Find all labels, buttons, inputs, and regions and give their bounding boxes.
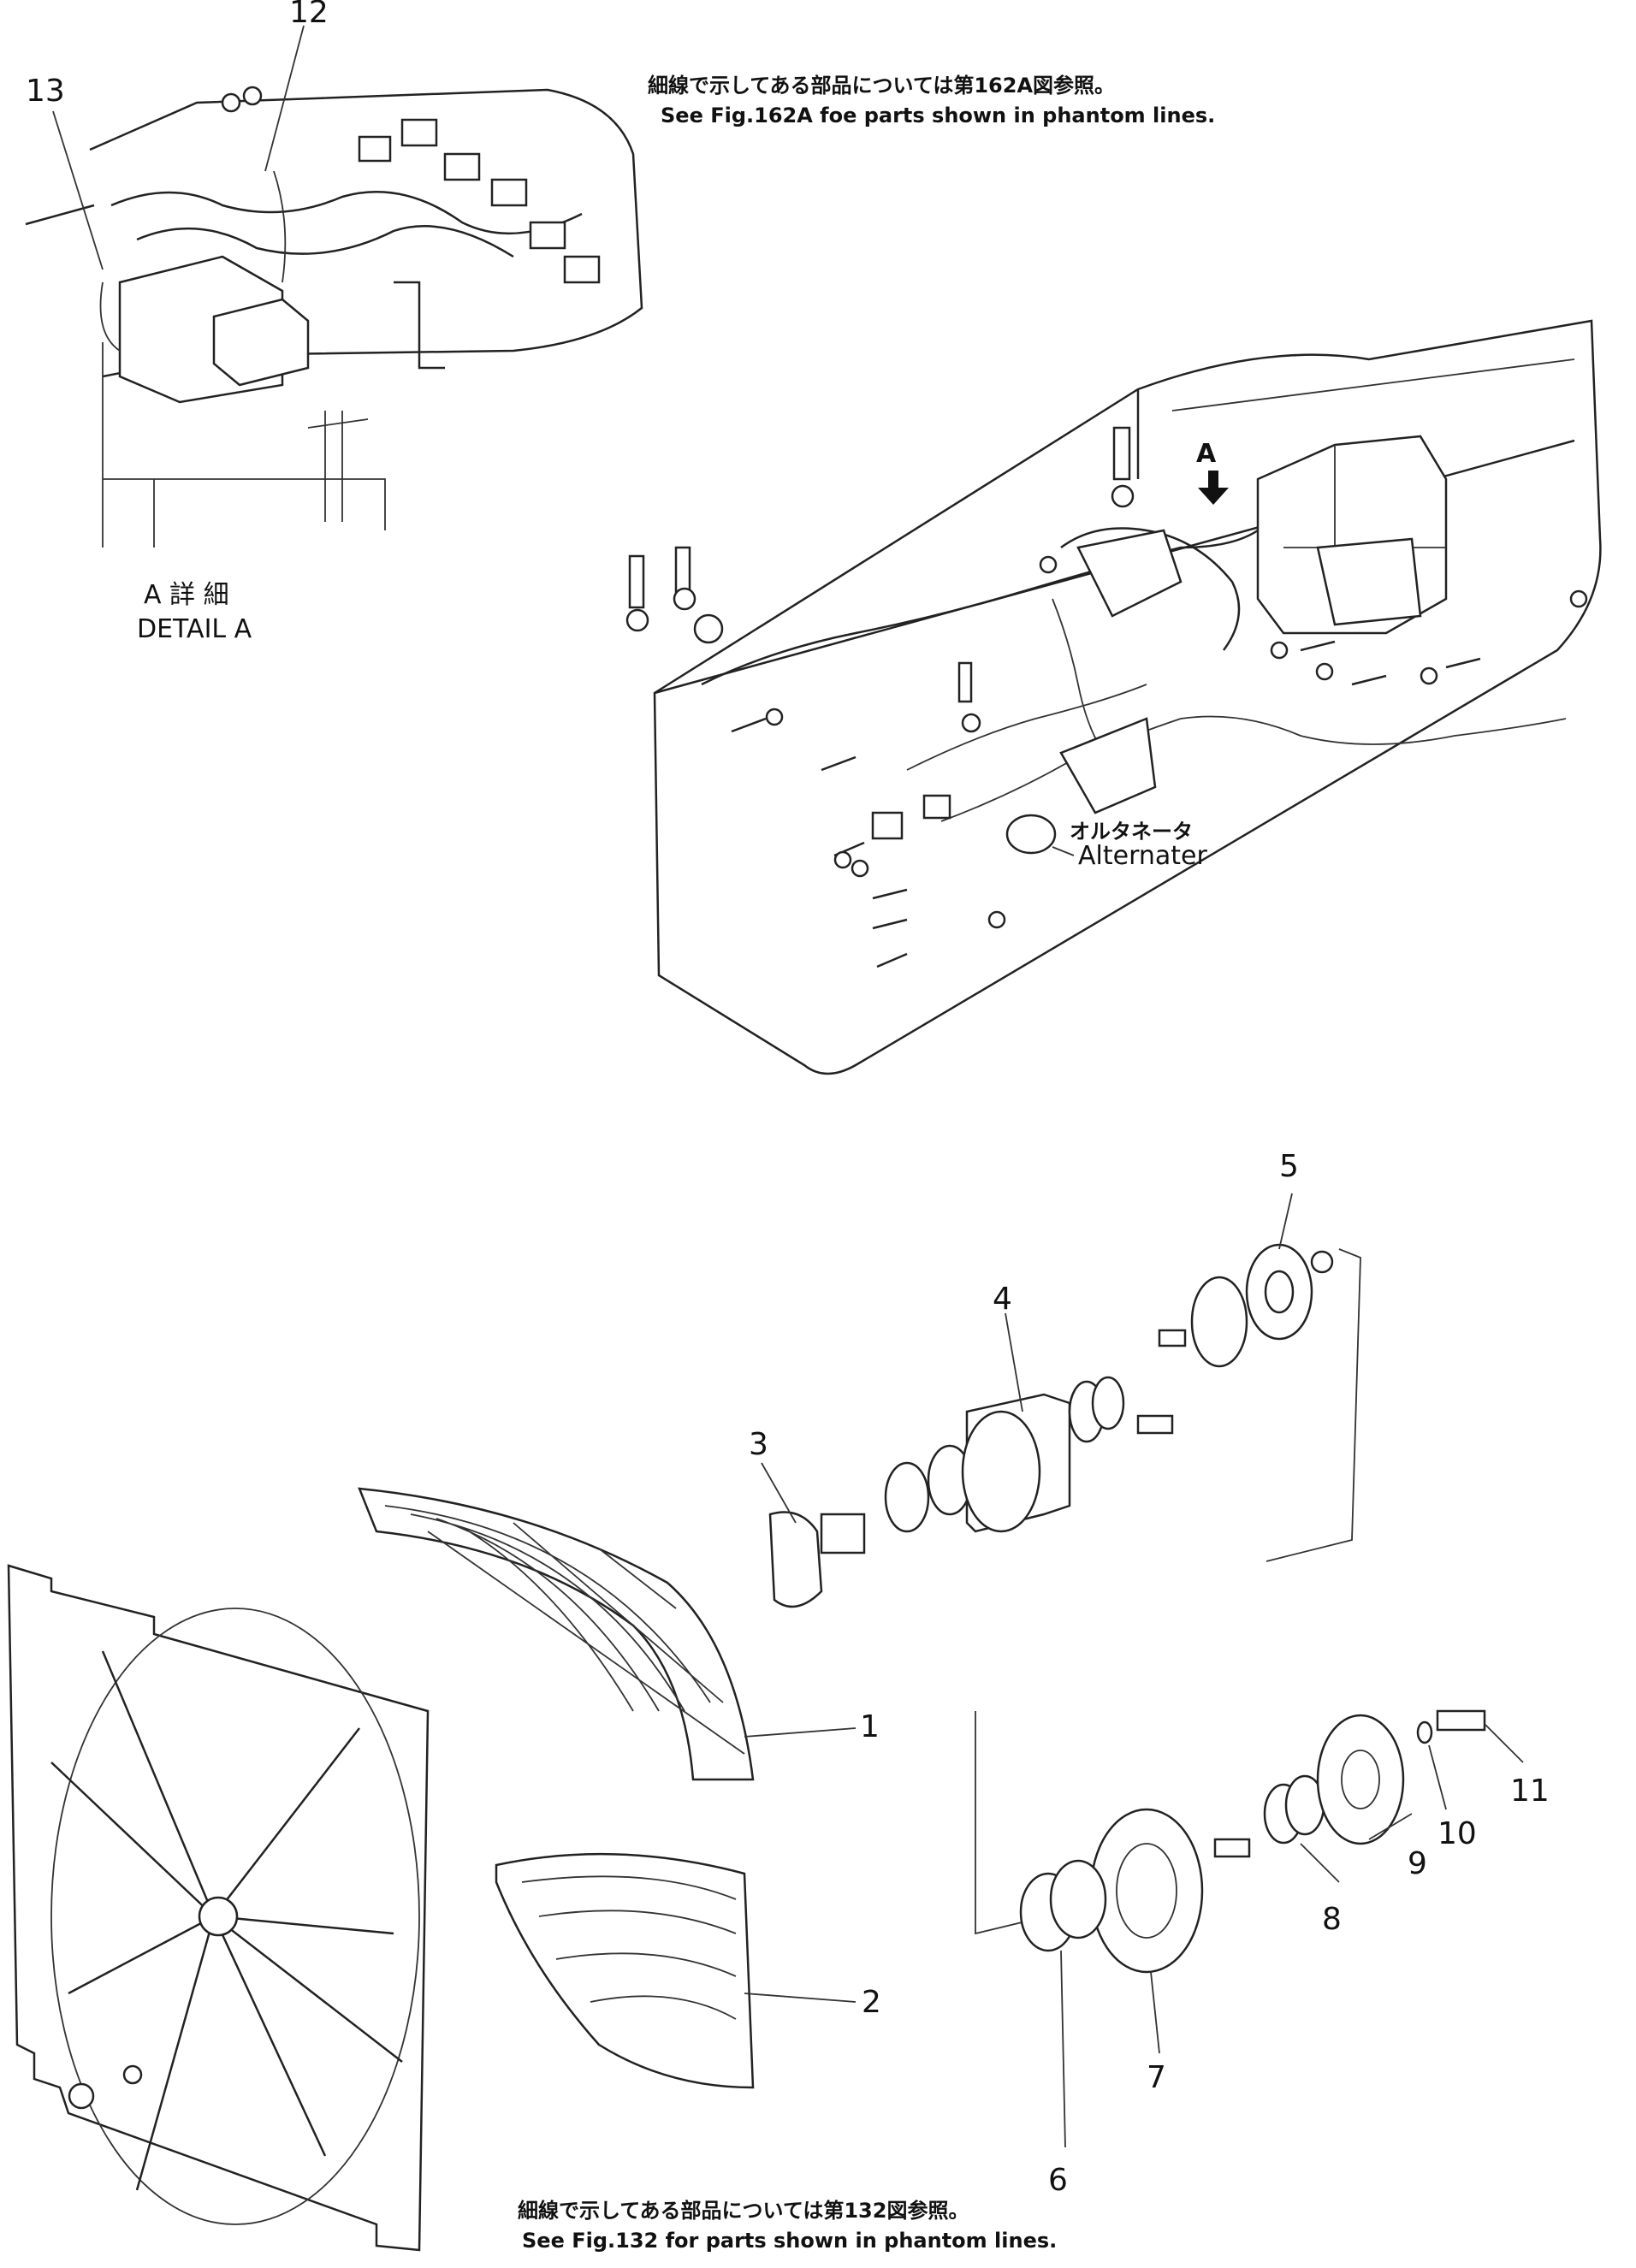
callout-10: 10 <box>1437 1816 1477 1851</box>
note-bottom-jp: 細線で示してある部品については第132図参照。 <box>518 2199 969 2223</box>
detail-a-en: DETAIL A <box>137 614 252 644</box>
callout-13: 13 <box>26 74 65 109</box>
detail-a-drawing <box>25 25 643 548</box>
callout-9: 9 <box>1408 1846 1427 1881</box>
note-top-jp: 細線で示してある部品については第162A図参照。 <box>648 74 1115 98</box>
engine-frame-drawing: A <box>625 319 1602 1075</box>
detail-arrow-label: A <box>1196 439 1217 469</box>
detail-a-jp: A 詳 細 <box>144 580 229 610</box>
callout-3: 3 <box>749 1427 768 1462</box>
note-top-en: See Fig.162A foe parts shown in phantom … <box>661 104 1215 127</box>
callout-12: 12 <box>289 0 329 30</box>
callout-8: 8 <box>1322 1902 1342 1937</box>
note-bottom-en: See Fig.132 for parts shown in phantom l… <box>522 2229 1057 2253</box>
callout-1: 1 <box>860 1709 880 1744</box>
callout-5: 5 <box>1279 1149 1299 1184</box>
callout-6: 6 <box>1048 2163 1068 2198</box>
callout-4: 4 <box>993 1282 1012 1317</box>
callout-11: 11 <box>1510 1774 1550 1809</box>
callout-2: 2 <box>862 1985 881 2020</box>
alternator-label-jp: オルタネータ <box>1070 820 1193 844</box>
callout-7: 7 <box>1147 2060 1166 2095</box>
alternator-label-en: Alternater <box>1078 841 1208 871</box>
leader-lines <box>744 1193 1524 2148</box>
alternator-leader <box>1052 846 1075 856</box>
fan-drive-drawing <box>7 1243 1486 2252</box>
